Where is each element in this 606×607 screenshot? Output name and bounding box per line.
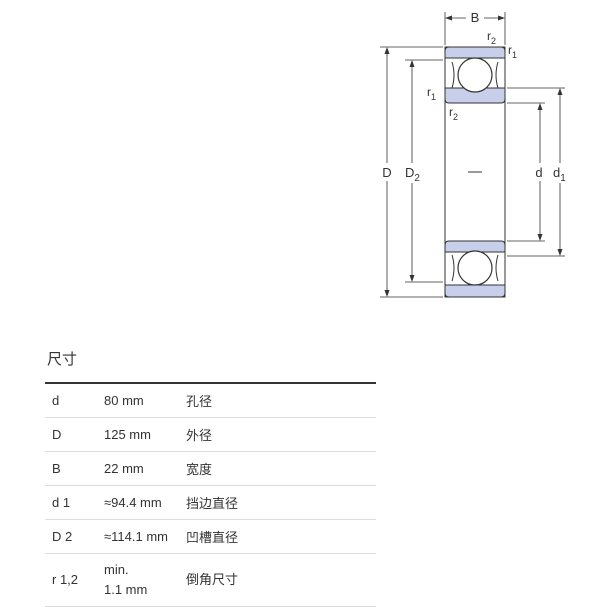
table-row: B 22 mm 宽度 <box>45 451 376 486</box>
bottom-ring-section <box>444 240 506 298</box>
section-title: 尺寸 <box>47 351 78 368</box>
bearing-cross-section-diagram: B r2 r1 r1 r2 D D2 d d1 <box>380 10 567 298</box>
table-row: d 80 mm 孔径 <box>45 383 376 418</box>
value-cell: 80 mm <box>104 383 186 418</box>
top-seal-left <box>451 61 455 89</box>
dimensions-table: d 80 mm 孔径 D 125 mm 外径 B 22 mm 宽度 d 1 ≈9… <box>45 382 376 607</box>
symbol-cell: B <box>45 451 104 486</box>
symbol-cell: d <box>45 383 104 418</box>
label-d1: d1 <box>553 165 566 184</box>
top-ring-section <box>444 46 506 104</box>
description-cell: 挡边直径 <box>186 485 376 520</box>
description-cell: 倒角尺寸 <box>186 553 376 607</box>
symbol-cell: D 2 <box>45 519 104 554</box>
value-cell: ≈94.4 mm <box>104 485 186 520</box>
symbol-cell: d 1 <box>45 485 104 520</box>
description-cell: 宽度 <box>186 451 376 486</box>
value-line-2: 1.1 mm <box>104 582 148 597</box>
bottom-seal-left <box>451 254 455 282</box>
description-cell: 凹槽直径 <box>186 519 376 554</box>
label-r2-top: r2 <box>487 29 496 46</box>
table-row: d 1 ≈94.4 mm 挡边直径 <box>45 485 376 520</box>
extension-lines <box>380 12 565 298</box>
value-cell: 22 mm <box>104 451 186 486</box>
label-r1-top: r1 <box>508 43 517 60</box>
value-cell: ≈114.1 mm <box>104 519 186 554</box>
value-cell: min. 1.1 mm <box>104 553 186 607</box>
bottom-inner-ring <box>444 240 506 253</box>
label-r1-left: r1 <box>427 85 436 102</box>
top-inner-ring <box>444 87 506 104</box>
label-D: D <box>382 165 391 180</box>
bottom-ball <box>457 250 493 286</box>
label-D2: D2 <box>405 165 420 184</box>
value-line-1: min. <box>104 562 129 577</box>
bottom-seal-right <box>495 254 499 282</box>
label-d: d <box>535 165 542 180</box>
top-outer-ring <box>444 46 506 59</box>
symbol-cell: D <box>45 417 104 452</box>
table-row: D 2 ≈114.1 mm 凹槽直径 <box>45 519 376 554</box>
table-row: D 125 mm 外径 <box>45 417 376 452</box>
description-cell: 孔径 <box>186 383 376 418</box>
symbol-cell: r 1,2 <box>45 553 104 607</box>
top-ball <box>457 57 493 93</box>
value-cell: 125 mm <box>104 417 186 452</box>
top-seal-right <box>495 61 499 89</box>
table-row: r 1,2 min. 1.1 mm 倒角尺寸 <box>45 553 376 607</box>
description-cell: 外径 <box>186 417 376 452</box>
label-B: B <box>471 10 480 25</box>
bottom-outer-ring <box>444 284 506 298</box>
label-r2-low: r2 <box>449 105 458 122</box>
